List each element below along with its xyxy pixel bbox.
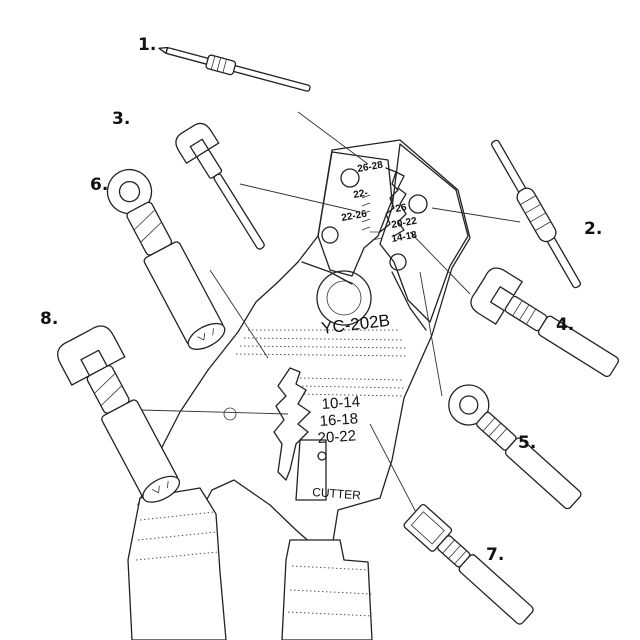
ins-fork-tongue (470, 267, 523, 325)
lug-wire-end (187, 322, 226, 350)
crimp-band-4 (235, 353, 409, 357)
spade-crimp (442, 539, 467, 565)
pin-crimp-lines (210, 55, 227, 73)
wire-stripper-profile (273, 367, 311, 481)
die-label-6: 14-18 (391, 230, 419, 245)
main-pivot-inner (326, 280, 362, 316)
callout-6: 6. (90, 175, 108, 195)
gauge-labels: 10-14 16-18 20-22 (317, 393, 360, 447)
callout-2: 2. (584, 219, 602, 239)
fork-lug-crimp (94, 372, 123, 407)
cutter-rivet (317, 451, 327, 461)
crimp-band-3 (239, 345, 409, 349)
fork-lug-wire-end (142, 475, 181, 503)
terminal-2-butt-splice (490, 139, 582, 289)
leader-2 (431, 207, 521, 223)
crimp-band-2 (243, 337, 405, 341)
ring-hole (459, 395, 479, 415)
die-label-3: 26 (395, 202, 408, 215)
handle-rivet (223, 407, 237, 421)
jaw-seam (301, 261, 427, 331)
crimp-band-6 (297, 385, 405, 389)
callout-8: 8. (40, 309, 58, 329)
leader-6 (209, 269, 269, 359)
pin-shaft (165, 47, 311, 92)
terminal-8-fork-lug (57, 325, 181, 503)
lug-strands (197, 328, 214, 341)
gauge-label-2: 16-18 (319, 410, 358, 430)
leader-8 (139, 409, 289, 415)
leader-4 (409, 231, 471, 295)
lug-crimp (133, 209, 162, 243)
ring-sleeve (504, 437, 582, 510)
callout-7: 7. (486, 545, 504, 565)
callout-1: 1. (138, 35, 156, 55)
die-label-5: 20-22 (391, 216, 419, 231)
main-pivot-bolt (316, 270, 372, 326)
pin-barrel (205, 54, 237, 76)
upper-jaw (317, 151, 393, 277)
spade-sleeve (458, 554, 534, 625)
crimp-band-7 (295, 393, 403, 397)
leader-5 (419, 271, 443, 397)
die-size-labels: 26-28 22- 26 22-26 20-22 14-18 (341, 160, 419, 245)
spade-inner (410, 511, 445, 545)
splice-crimp-lines (520, 195, 551, 231)
right-handle-grip (281, 539, 373, 640)
crimping-tool (127, 139, 471, 640)
crimp-band-5 (299, 377, 405, 381)
pin-tip (158, 46, 169, 54)
fork-lug-tongue (57, 325, 126, 386)
terminal-1-pin (158, 46, 311, 92)
callout-numbers: 1. 2. 3. 4. 5. 6. 7. 8. (40, 35, 602, 565)
pivot-pin-lower (389, 253, 407, 271)
fork-lug-strands (152, 480, 169, 494)
right-grip-texture (287, 565, 373, 617)
left-grip-texture (135, 511, 219, 561)
terminal-3-fork (175, 122, 265, 250)
splice-sleeve (516, 187, 557, 243)
terminal-6-lug (106, 168, 226, 350)
pivot-pin-right (408, 194, 428, 214)
die-label-4: 22-26 (341, 209, 369, 224)
die-teeth (361, 194, 383, 241)
tool-body (137, 139, 471, 561)
die-notches (379, 167, 407, 237)
pivot-pin-upper (340, 168, 360, 188)
gauge-label-1: 10-14 (321, 393, 360, 413)
pivot-pin-left (321, 226, 339, 244)
leader-3 (239, 183, 361, 213)
leader-7 (369, 423, 421, 521)
die-label-1: 26-28 (357, 160, 385, 175)
left-handle-grip (127, 487, 227, 640)
callout-3: 3. (112, 109, 130, 129)
cutter-label: CUTTER (312, 485, 362, 502)
ins-fork-sleeve (537, 315, 620, 378)
leader-1 (297, 111, 369, 165)
leader-lines (139, 111, 521, 521)
fork-wire (213, 173, 265, 250)
die-label-2: 22- (353, 188, 369, 201)
lug-hole (118, 180, 141, 203)
ring-crimp (482, 417, 508, 443)
callout-4: 4. (556, 315, 574, 335)
terminal-4-insulated-fork (470, 267, 620, 378)
gauge-label-3: 20-22 (317, 427, 356, 447)
cutter-slot (295, 439, 327, 501)
terminal-5-ring (448, 384, 582, 510)
ins-fork-crimp (512, 300, 537, 325)
terminal-7-female-spade (403, 503, 534, 625)
callout-5: 5. (518, 433, 536, 453)
fork-tongue (175, 122, 220, 164)
